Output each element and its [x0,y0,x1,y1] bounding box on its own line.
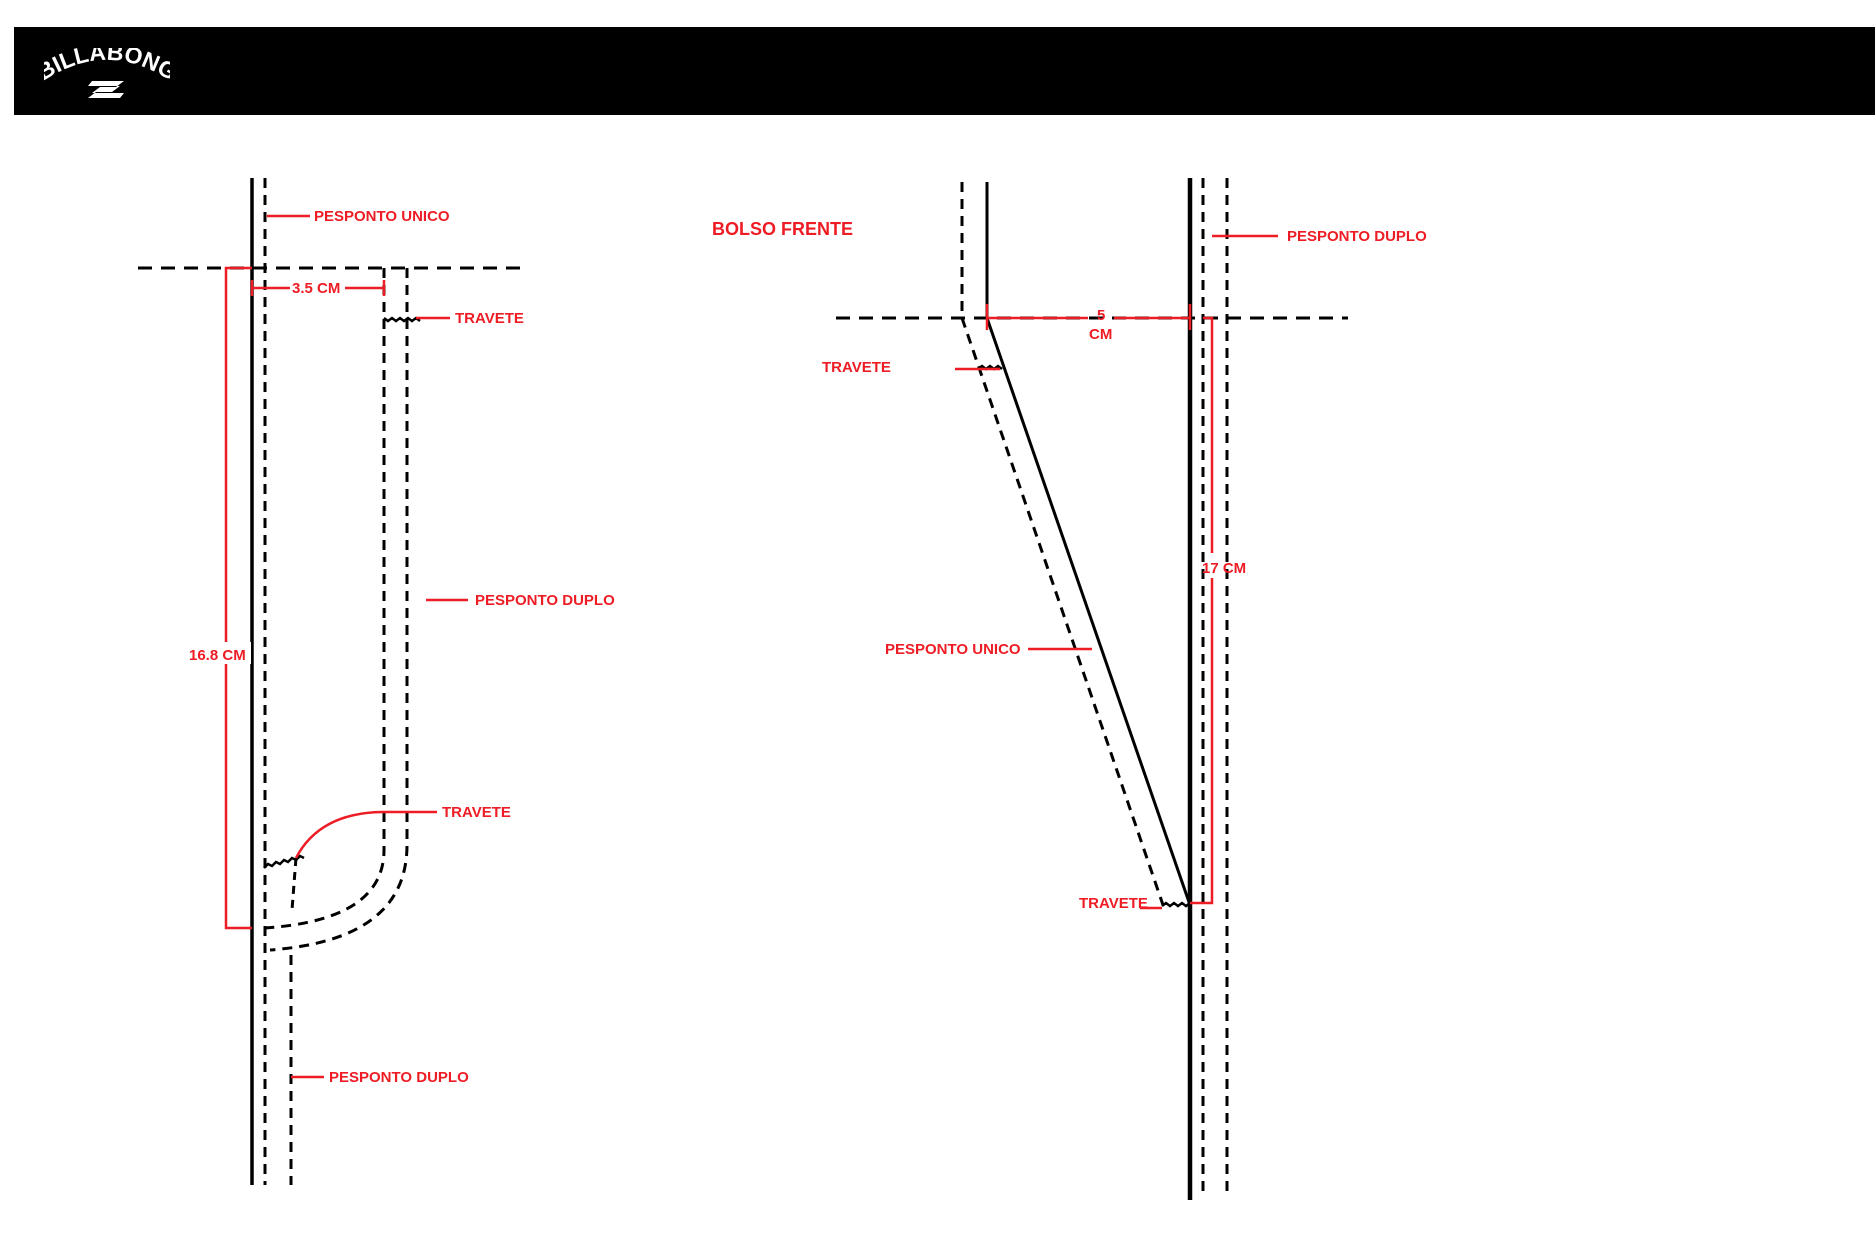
left-tack-return [290,857,298,911]
right-bartack-bottom-icon [1161,901,1191,908]
left-label-pesponto-duplo-side: PESPONTO DUPLO [475,592,615,609]
left-leader-travete-bottom [294,810,437,859]
right-dim-height-bracket [1203,316,1214,553]
left-label-travete-top: TRAVETE [455,310,524,327]
logo-emblem-icon [88,81,124,98]
left-bartack-top-icon [383,316,421,323]
right-label-travete-bottom: TRAVETE [1079,895,1148,912]
left-dim-height-bracket [224,266,252,930]
right-label-pesponto-unico: PESPONTO UNICO [885,641,1021,658]
right-label-width-unit: CM [1089,326,1112,343]
right-label-pesponto-duplo: PESPONTO DUPLO [1287,228,1427,245]
left-label-width: 3.5 CM [292,280,340,297]
right-title: BOLSO FRENTE [712,219,853,239]
left-label-height: 16.8 CM [189,647,246,664]
left-pocket-diagram: PESPONTO UNICO 3.5 CM TRAVETE PESPONTO D… [138,178,615,1185]
right-pocket-stitch [960,317,1165,906]
header-bar [14,27,1875,115]
right-label-width-value: 5 [1097,307,1105,324]
billabong-logo: BILLABONG [44,48,170,98]
left-label-pesponto-duplo-bottom: PESPONTO DUPLO [329,1069,469,1086]
left-label-travete-bottom: TRAVETE [442,804,511,821]
left-bartack-bottom-icon [263,854,305,869]
left-label-pesponto-unico: PESPONTO UNICO [314,208,450,225]
right-pocket-edge [985,317,1192,906]
right-label-height: 17 CM [1202,560,1246,577]
right-bartack-top-icon [977,364,1003,371]
right-pocket-diagram: BOLSO FRENTE PESPON [712,178,1427,1200]
left-pocket-inner-stitch [264,268,386,930]
right-label-travete-top: TRAVETE [822,359,891,376]
left-pocket-outer-stitch [269,268,409,952]
